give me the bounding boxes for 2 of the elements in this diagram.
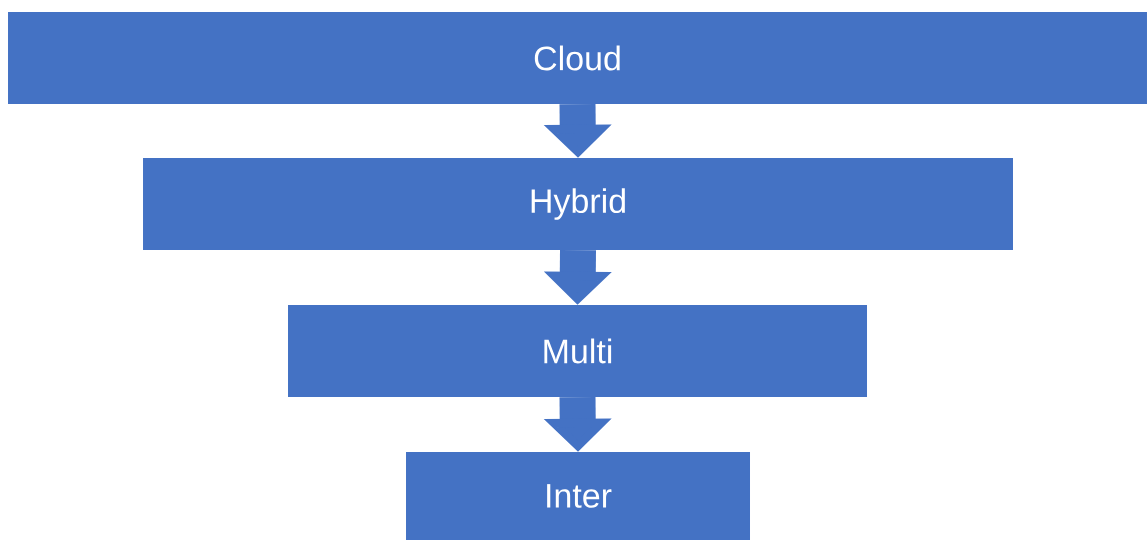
process-box: Inter [406, 452, 750, 540]
process-box: Cloud [8, 12, 1147, 104]
